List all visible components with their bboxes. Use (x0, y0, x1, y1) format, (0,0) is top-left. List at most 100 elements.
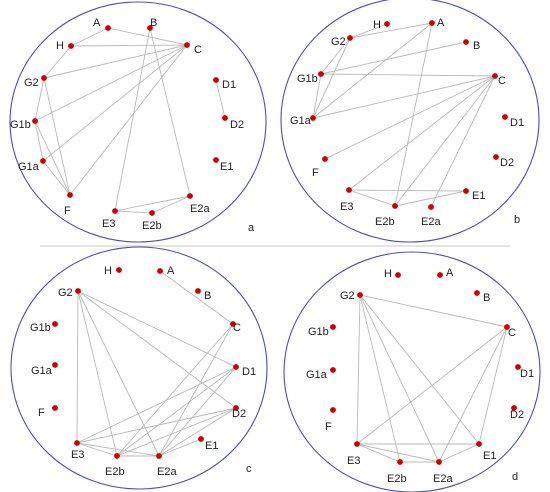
panel-letter: c (246, 463, 252, 475)
edge-D2-E3 (76, 407, 237, 444)
edge-H-G2 (43, 45, 72, 79)
panel-boundary-circle (9, 1, 267, 243)
node-A (437, 272, 443, 278)
panel-letter: d (512, 471, 518, 483)
edge-G2-E3 (76, 290, 79, 444)
node-label-D2: D2 (500, 157, 514, 169)
node-C (504, 324, 510, 330)
node-B (463, 39, 469, 45)
node-label-D1: D1 (222, 79, 236, 91)
node-E2a (187, 193, 193, 199)
panel-letter: a (248, 222, 255, 234)
edge-E2b-C (394, 75, 496, 207)
edge-F-C (69, 44, 188, 196)
node-label-E3: E3 (71, 449, 84, 461)
node-F (67, 192, 73, 198)
node-B (195, 288, 201, 294)
node-E3 (112, 208, 118, 214)
edge-A-C (107, 27, 188, 46)
edge-E3-E2a (76, 442, 160, 457)
edges-a (34, 27, 226, 214)
node-C (184, 42, 190, 48)
node-label-E3: E3 (340, 201, 353, 213)
node-E2a (436, 459, 442, 465)
panel-boundary-circle (283, 251, 541, 492)
node-B (474, 290, 480, 296)
edge-E3-E2b (114, 210, 153, 214)
node-label-H: H (56, 40, 64, 52)
edge-G2-E2b (77, 290, 118, 457)
node-label-E2b: E2b (387, 473, 407, 485)
node-label-F: F (312, 167, 319, 179)
node-label-G2: G2 (58, 287, 73, 299)
node-label-G1a: G1a (306, 369, 328, 381)
edge-G1a-F (42, 160, 71, 196)
node-G1a (40, 158, 46, 164)
edge-G2-H (349, 23, 388, 39)
node-label-C: C (194, 44, 202, 56)
edge-G2-E2a (77, 290, 160, 457)
node-E1 (463, 188, 469, 194)
node-label-A: A (446, 267, 454, 279)
node-D1 (515, 364, 521, 370)
node-label-E2a: E2a (190, 203, 210, 215)
node-label-F: F (325, 421, 332, 433)
node-H (116, 267, 122, 273)
edge-D2-E2a (158, 407, 237, 457)
node-label-A: A (93, 17, 101, 29)
node-E3 (346, 187, 352, 193)
edge-E2b-E1 (394, 190, 467, 207)
node-E3 (74, 440, 80, 446)
edges-d (356, 294, 508, 463)
node-label-E1: E1 (205, 440, 218, 452)
node-F (52, 405, 58, 411)
edge-H-A (70, 27, 109, 47)
edge-G1a-A (312, 22, 433, 119)
edge-G2-C (43, 44, 188, 79)
node-E3 (354, 441, 360, 447)
node-D2 (222, 115, 228, 121)
node-label-G1b: G1b (30, 322, 51, 334)
node-label-D2: D2 (232, 408, 246, 420)
node-label-F: F (38, 407, 45, 419)
node-label-C: C (233, 322, 241, 334)
node-E2a (428, 204, 434, 210)
edge-E3-E2a (356, 443, 440, 463)
node-label-B: B (473, 40, 480, 52)
edge-D1-E2a (158, 366, 237, 457)
node-D2 (511, 405, 517, 411)
edge-G1b-G1a (312, 73, 322, 119)
edges-c (76, 270, 237, 457)
node-G1a (330, 367, 336, 373)
node-E2a (156, 453, 162, 459)
node-H (68, 43, 74, 49)
edge-G2-E3 (356, 294, 361, 445)
edge-C-E2a (438, 326, 508, 463)
node-label-G2: G2 (331, 36, 346, 48)
edge-D1-E3 (76, 366, 237, 444)
node-label-E1: E1 (483, 450, 496, 462)
edge-E2b-A (394, 22, 433, 207)
edge-G1a-C (312, 75, 496, 119)
node-G2 (75, 288, 81, 294)
edge-F-C (324, 75, 496, 160)
edge-G1b-C (34, 44, 188, 122)
node-G2 (357, 292, 363, 298)
node-label-G1b: G1b (308, 326, 329, 338)
edge-G1b-F (34, 120, 71, 196)
edge-C-E1 (478, 326, 508, 445)
node-G1a (52, 362, 58, 368)
node-label-E2a: E2a (421, 216, 441, 228)
node-label-G2: G2 (24, 77, 39, 89)
node-E1 (476, 441, 482, 447)
node-label-G2: G2 (340, 290, 355, 302)
node-G1b (318, 71, 324, 77)
node-G2 (41, 75, 47, 81)
edge-D1-D2 (215, 79, 226, 119)
edge-E2b-E2a (151, 195, 191, 214)
